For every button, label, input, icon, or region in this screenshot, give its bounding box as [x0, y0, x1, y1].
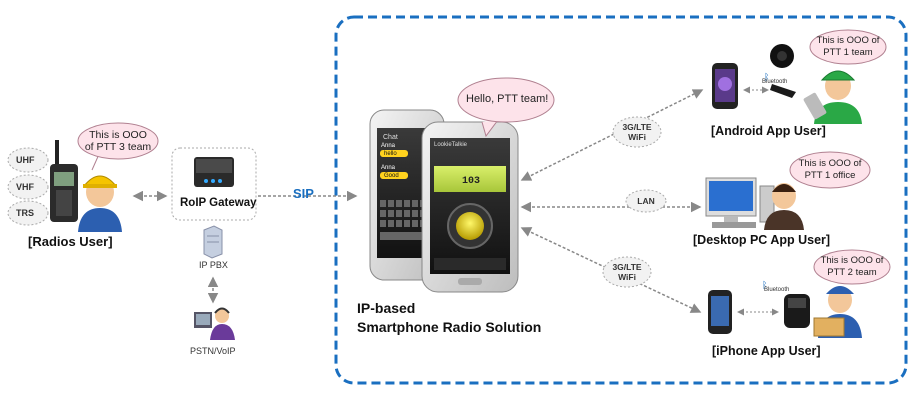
android-conn-line2: WiFi: [628, 132, 646, 142]
pstn-label: PSTN/VoIP: [190, 346, 236, 356]
iphone-conn-line2: WiFi: [618, 272, 636, 282]
chat-item-4: Good: [384, 173, 399, 179]
iphone-icon: [708, 290, 732, 334]
radios-bubble-text: This is OOO of PTT 3 team: [80, 129, 156, 153]
desktop-conn-cloud: [625, 189, 667, 213]
desktop-bubble-text: This is OOO of PTT 1 office: [792, 158, 868, 182]
ip-pbx-icon: [203, 225, 223, 259]
chat-item-1: Anna: [381, 143, 396, 149]
band-trs: TRS: [16, 208, 34, 218]
sip-label: SIP: [293, 186, 314, 201]
chat-item-3: Anna: [381, 165, 396, 171]
iphone-user-label: [iPhone App User]: [712, 344, 821, 358]
desktop-user-label: [Desktop PC App User]: [693, 233, 831, 247]
android-user-label: [Android App User]: [711, 124, 826, 138]
radios-bubble-line1: This is OOO: [89, 129, 147, 141]
iphone-conn-cloud: [602, 256, 652, 288]
iphone-bubble-text: This is OOO of PTT 2 team: [816, 255, 888, 279]
iphone-bubble-line1: This is OOO of: [820, 255, 884, 266]
channel-display: 103: [462, 176, 481, 187]
gateway-label: RoIP Gateway: [180, 197, 257, 209]
android-bubble-line2: PTT 1 team: [823, 47, 873, 58]
radios-speech-bubble: [77, 122, 159, 171]
iphone-speech-bubble: [813, 249, 891, 285]
smartphone-front-icon: [421, 121, 519, 293]
ip-pbx-label: IP PBX: [199, 260, 228, 270]
android-conn-cloud: [612, 116, 662, 148]
desktop-user-icon: [764, 183, 804, 230]
android-conn-line1: 3G/LTE: [622, 122, 652, 132]
iphone-bluetooth-icon: ᛒ: [762, 280, 767, 291]
solution-title-line2: Smartphone Radio Solution: [357, 319, 542, 335]
iphone-bubble-line2: PTT 2 team: [827, 267, 877, 278]
android-speech-bubble: [809, 29, 887, 65]
solution-title-line1: IP-based: [357, 300, 416, 316]
iphone-user-icon: [813, 286, 862, 338]
iphone-conn-text: 3G/LTE WiFi: [603, 262, 651, 282]
android-bluetooth-icon: ᛒ: [764, 72, 769, 83]
radios-bubble-line2: of PTT 3 team: [84, 141, 152, 153]
band-vhf: VHF: [16, 182, 34, 192]
gateway-box: [171, 147, 257, 221]
android-bubble-line1: This is OOO of: [816, 35, 880, 46]
roip-gateway-icon: [194, 157, 234, 187]
band-cloud-vhf: [7, 174, 49, 200]
desktop-speech-bubble: [789, 151, 871, 189]
solution-frame: [334, 15, 908, 385]
radio-worker-icon: [78, 175, 122, 232]
pstn-operator-icon: [194, 307, 235, 340]
band-uhf: UHF: [16, 155, 35, 165]
android-bluetooth-label: Bluetooth: [762, 79, 788, 85]
radios-user-label: [Radios User]: [28, 234, 113, 249]
desktop-bubble-line1: This is OOO of: [798, 158, 862, 169]
android-phone-icon: [712, 63, 738, 109]
chat-item-2: hello: [384, 151, 397, 157]
iphone-link: [520, 227, 702, 313]
solution-bubble-text: Hello, PTT team!: [466, 93, 549, 105]
desktop-bubble-line2: PTT 1 office: [804, 170, 856, 181]
android-link: [520, 89, 704, 181]
iphone-bluetooth-label: Bluetooth: [764, 287, 790, 293]
iphone-conn-line1: 3G/LTE: [612, 262, 642, 272]
radio-handset-icon: [50, 140, 78, 222]
app-name: LookieTalkie: [434, 142, 468, 148]
android-bubble-text: This is OOO of PTT 1 team: [812, 35, 884, 59]
android-conn-text: 3G/LTE WiFi: [613, 122, 661, 142]
android-user-icon: [803, 70, 862, 124]
desktop-conn-text: LAN: [637, 196, 655, 206]
desktop-pc-icon: [705, 177, 775, 228]
iphone-bt-device-icon: [784, 294, 810, 328]
chat-title: Chat: [383, 134, 398, 141]
band-cloud-trs: [7, 200, 49, 226]
android-headset-icon: [770, 44, 796, 98]
band-cloud-uhf: [7, 147, 49, 173]
